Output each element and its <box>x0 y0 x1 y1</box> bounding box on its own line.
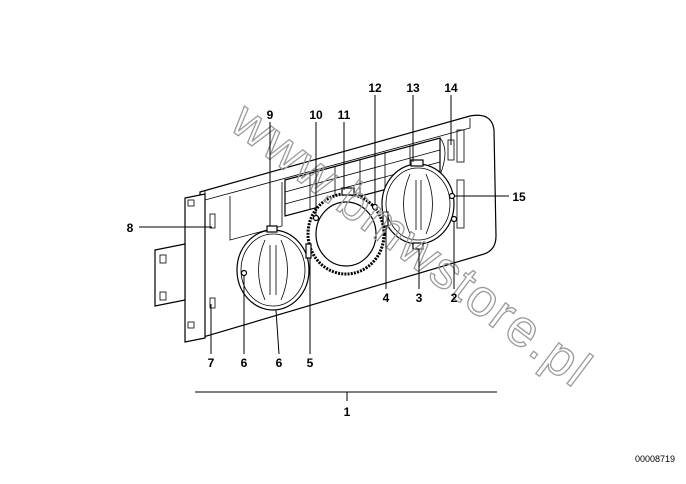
callout-1: 1 <box>344 405 351 419</box>
center-knurled-knob <box>306 187 386 276</box>
right-slot <box>456 129 465 163</box>
callout-2: 2 <box>451 291 458 305</box>
callout-labels: 1 2 3 4 5 6 6 7 8 9 10 11 12 13 14 15 <box>127 81 526 419</box>
control-panel-drawing <box>154 114 497 343</box>
callout-4: 4 <box>383 291 390 305</box>
callout-6b: 6 <box>276 356 283 370</box>
callout-15: 15 <box>512 190 526 204</box>
diagram-code: 00008719 <box>635 454 675 464</box>
right-slot <box>456 179 465 229</box>
callout-6a: 6 <box>241 356 248 370</box>
callout-10: 10 <box>309 108 323 122</box>
callout-14: 14 <box>444 81 458 95</box>
callout-12: 12 <box>368 81 382 95</box>
callout-7: 7 <box>208 356 215 370</box>
right-rotary-knob <box>381 159 455 250</box>
callout-9: 9 <box>267 108 274 122</box>
callout-8: 8 <box>127 221 134 235</box>
callout-13: 13 <box>406 81 420 95</box>
left-bracket <box>154 193 216 343</box>
callout-5: 5 <box>307 356 314 370</box>
left-rotary-knob <box>236 225 310 311</box>
callout-11: 11 <box>338 108 351 122</box>
leader-lines <box>139 95 509 401</box>
callout-3: 3 <box>416 291 423 305</box>
